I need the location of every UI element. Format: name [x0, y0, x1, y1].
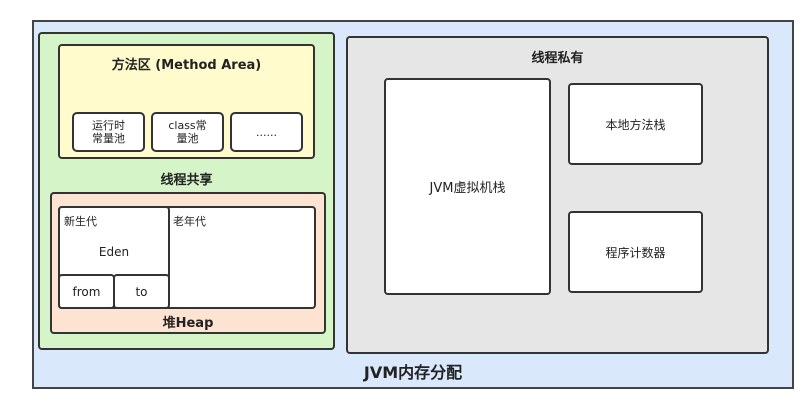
other-pool-box: ......	[230, 112, 303, 152]
to-survivor-box: to	[113, 274, 170, 309]
young-generation-label: 新生代	[64, 215, 97, 228]
thread-shared-title: 线程共享	[160, 172, 213, 188]
class-constant-pool-box: class常 量池	[151, 112, 224, 152]
runtime-constant-pool-box: 运行时 常量池	[72, 112, 145, 152]
method-area-title: 方法区 (Method Area)	[111, 57, 262, 73]
eden-label: Eden	[98, 245, 130, 259]
heap-title: 堆Heap	[162, 315, 214, 331]
program-counter-box: 程序计数器	[568, 211, 703, 293]
from-survivor-box: from	[58, 274, 115, 309]
thread-private-title: 线程私有	[531, 50, 584, 66]
native-method-stack-box: 本地方法栈	[568, 83, 703, 165]
old-generation-label: 老年代	[173, 215, 206, 228]
jvm-stack-box: JVM虚拟机栈	[384, 78, 551, 295]
jvm-memory-title: JVM内存分配	[363, 363, 463, 382]
